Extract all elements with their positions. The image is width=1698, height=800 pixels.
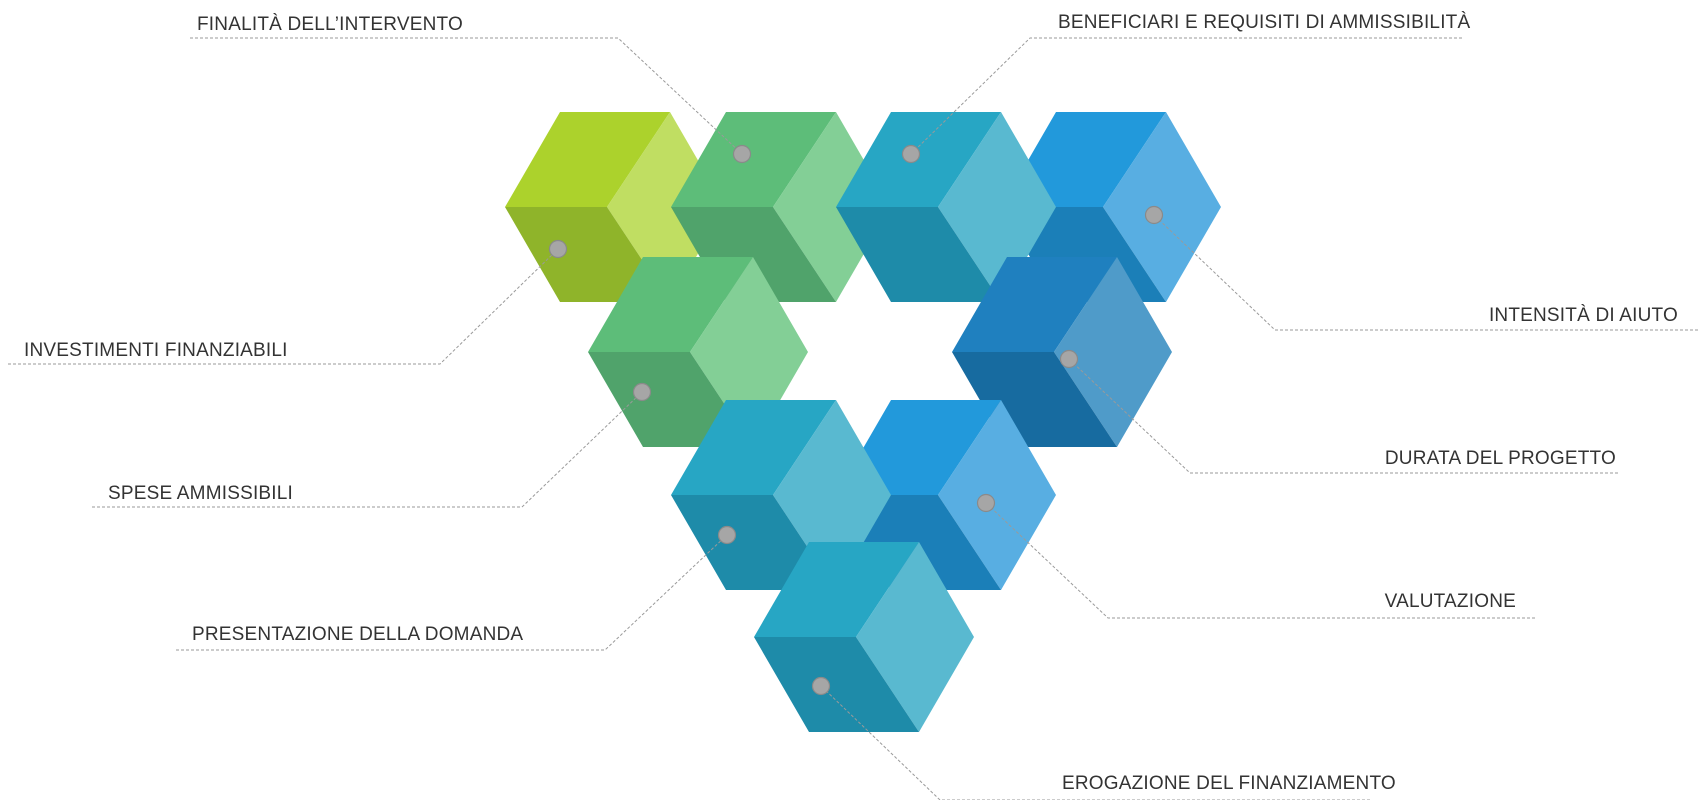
cube-right-face [690,257,808,447]
cube-top-face [671,400,836,495]
label-erogazione: EROGAZIONE DEL FINANZIAMENTO [1062,773,1396,794]
dot-intensita [1144,205,1164,225]
cube-right-face [773,112,891,302]
cube-top-face [952,257,1117,352]
dot-durata [1059,349,1079,369]
label-beneficiari: BENEFICIARI E REQUISITI DI AMMISSIBILITÀ [1058,12,1470,33]
cube-top-face [836,112,1001,207]
cube-right-face [1054,257,1172,447]
leader-valutazione [985,502,1535,619]
label-intensita: INTENSITÀ DI AIUTO [1489,305,1678,326]
cube-front-face [754,637,919,732]
dot-presentazione [717,525,737,545]
cube-teal-bottom [754,542,974,732]
leader-intensita [1153,214,1698,331]
cube-right-face [1103,112,1221,302]
cube-top-face [671,112,836,207]
cube-lime [505,112,725,302]
label-presentazione: PRESENTAZIONE DELLA DOMANDA [192,624,523,645]
dot-erogazione [811,676,831,696]
dot-investimenti [548,239,568,259]
cube-front-face [671,495,836,590]
label-finalita: FINALITÀ DELL’INTERVENTO [197,14,463,35]
cube-top-face [754,542,919,637]
cube-right-face [607,112,725,302]
label-valutazione: VALUTAZIONE [1385,591,1516,612]
cube-top-face [505,112,670,207]
dot-finalita [732,144,752,164]
label-investimenti: INVESTIMENTI FINANZIABILI [24,340,288,361]
cube-green-top [671,112,891,302]
leader-beneficiari [910,37,1462,155]
cube-green-mid [588,257,808,447]
leader-presentazione [176,534,728,651]
dot-valutazione [976,493,996,513]
dot-spese [632,382,652,402]
cube-right-face [938,112,1056,302]
leader-lines [8,37,1698,800]
cube-right-face [938,400,1056,590]
cube-front-face [588,352,753,447]
cube-right-face [856,542,974,732]
cube-front-face [836,207,1001,302]
leader-spese [92,391,643,508]
dot-beneficiari [901,144,921,164]
leader-investimenti [8,248,559,365]
label-durata: DURATA DEL PROGETTO [1385,448,1616,469]
cube-front-face [505,207,670,302]
cube-teal-top [836,112,1056,302]
leader-durata [1068,358,1618,474]
label-spese: SPESE AMMISSIBILI [108,483,293,504]
cube-teal-mid [671,400,891,590]
cube-cluster [505,112,1221,732]
leader-finalita [190,37,743,155]
cube-top-face [588,257,753,352]
marker-dots [548,144,1164,696]
